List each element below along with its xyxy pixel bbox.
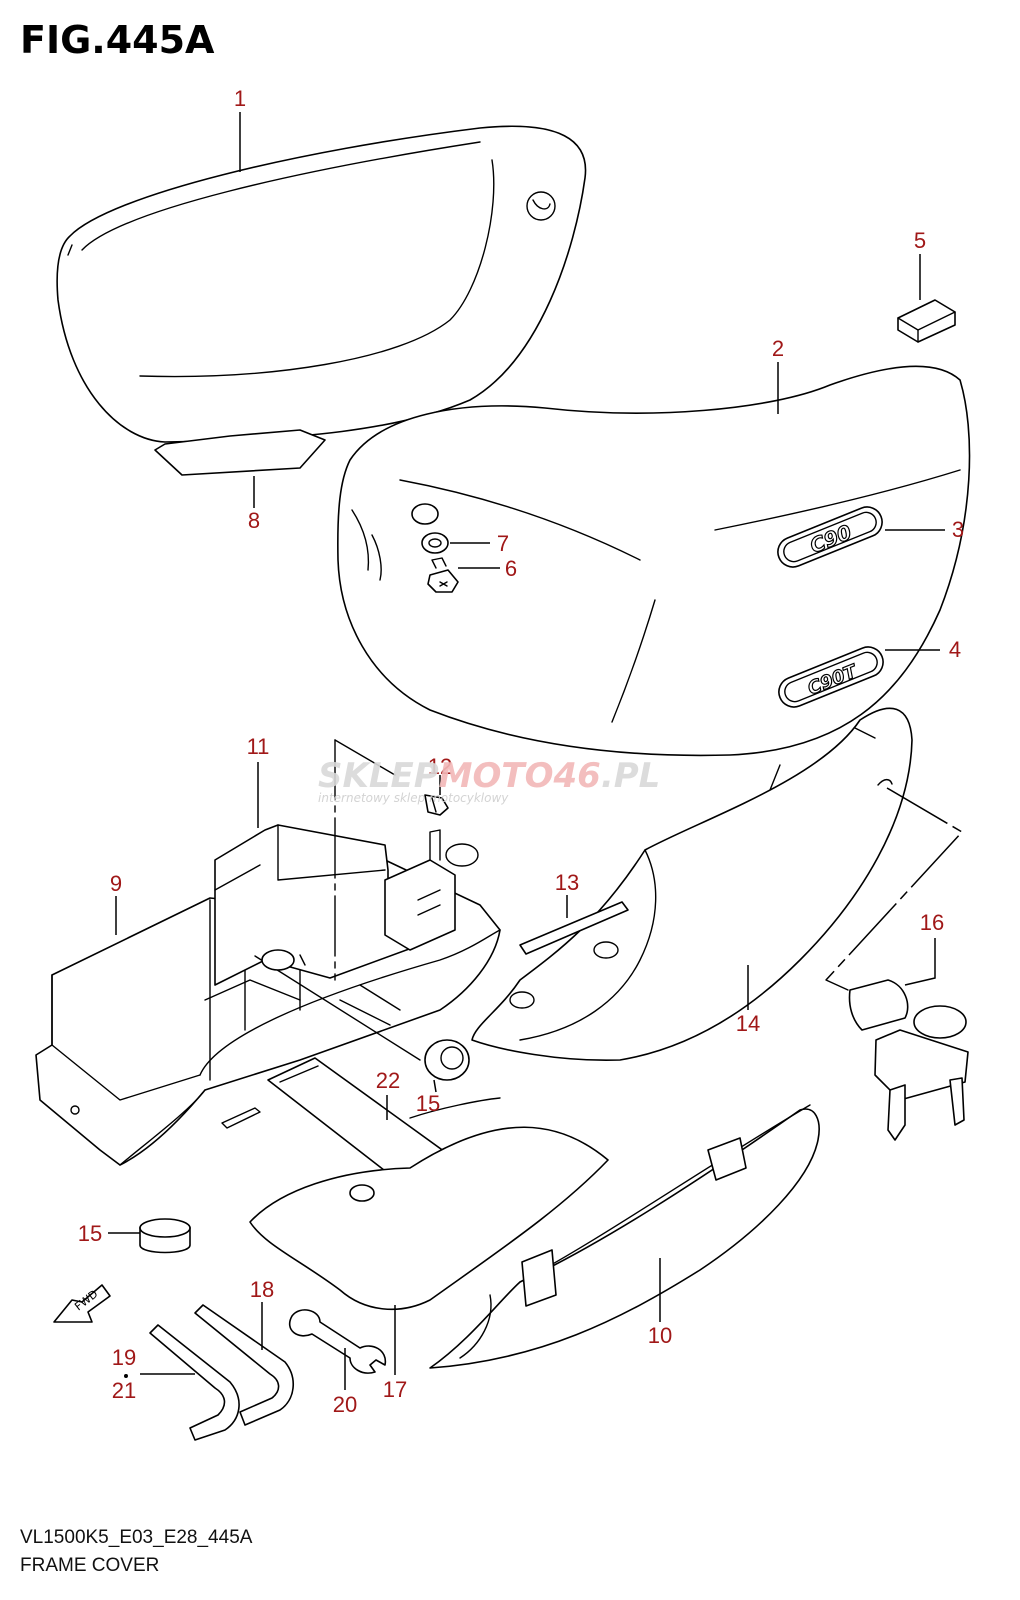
leader-lines bbox=[108, 112, 964, 1390]
part-6-screw bbox=[427, 557, 459, 593]
watermark: SKLEPMOTO46.PL internetowy sklep motocyk… bbox=[318, 756, 660, 805]
part-19-hex-wrench bbox=[149, 1324, 240, 1441]
callout-11: 11 bbox=[247, 734, 270, 759]
part-7-grommet bbox=[411, 503, 449, 554]
part-16-lock-and-keys bbox=[825, 979, 969, 1141]
callout-19-21-dot bbox=[124, 1374, 128, 1378]
callout-8: 8 bbox=[248, 508, 260, 533]
callout-15-lower: 15 bbox=[78, 1221, 102, 1246]
callout-12: 12 bbox=[428, 754, 452, 779]
part-15-grommet-upper bbox=[424, 1039, 470, 1081]
part-1-frame-cover-left bbox=[56, 125, 587, 443]
callout-4: 4 bbox=[949, 637, 961, 662]
watermark-brand-left: SKLEPMOTO46.PL bbox=[318, 756, 660, 796]
part-20-spanner bbox=[288, 1309, 387, 1374]
callout-1: 1 bbox=[234, 86, 246, 111]
part-3-emblem: C90 bbox=[777, 506, 883, 568]
watermark-tagline: internetowy sklep motocyklowy bbox=[318, 791, 509, 805]
callout-2: 2 bbox=[772, 336, 784, 361]
callout-3: 3 bbox=[952, 517, 964, 542]
callout-13: 13 bbox=[555, 870, 579, 895]
part-11-holder bbox=[214, 824, 421, 986]
figure-code: VL1500K5_E03_E28_445A bbox=[20, 1527, 253, 1548]
part-17-tool-bag bbox=[249, 1097, 609, 1311]
assembly-dash-lines bbox=[254, 739, 421, 1061]
callout-17: 17 bbox=[383, 1377, 407, 1402]
part-8-bracket bbox=[154, 429, 326, 476]
part-2-frame-cover-right bbox=[337, 365, 971, 757]
callout-14: 14 bbox=[736, 1011, 760, 1036]
callout-22: 22 bbox=[376, 1068, 400, 1093]
part-10-lower-cover bbox=[429, 1104, 820, 1369]
part-13-strip bbox=[519, 901, 629, 955]
part-18-hex-wrench bbox=[194, 1304, 294, 1426]
callout-labels: 1 2 3 4 5 6 7 8 9 10 11 12 13 14 15 15 1… bbox=[78, 86, 964, 1417]
figure-name: FRAME COVER bbox=[20, 1555, 160, 1576]
part-12-bolt bbox=[424, 794, 449, 816]
part-14-side-cover bbox=[471, 707, 913, 1062]
callout-9: 9 bbox=[110, 871, 122, 896]
fwd-arrow-icon: FWD bbox=[53, 1284, 111, 1323]
callout-7: 7 bbox=[497, 531, 509, 556]
callout-16: 16 bbox=[920, 910, 944, 935]
callout-18: 18 bbox=[250, 1277, 274, 1302]
figure-title: FIG.445A bbox=[20, 18, 215, 62]
callout-15-upper: 15 bbox=[416, 1091, 440, 1116]
callout-10: 10 bbox=[648, 1323, 672, 1348]
part-5-cushion bbox=[897, 299, 956, 343]
callout-21: 21 bbox=[112, 1378, 136, 1403]
callout-5: 5 bbox=[914, 228, 926, 253]
callout-6: 6 bbox=[505, 556, 517, 581]
bracket-assembly bbox=[384, 829, 479, 951]
part-15-grommet-lower bbox=[139, 1218, 191, 1254]
callout-20: 20 bbox=[333, 1392, 357, 1417]
callout-19: 19 bbox=[112, 1345, 136, 1370]
